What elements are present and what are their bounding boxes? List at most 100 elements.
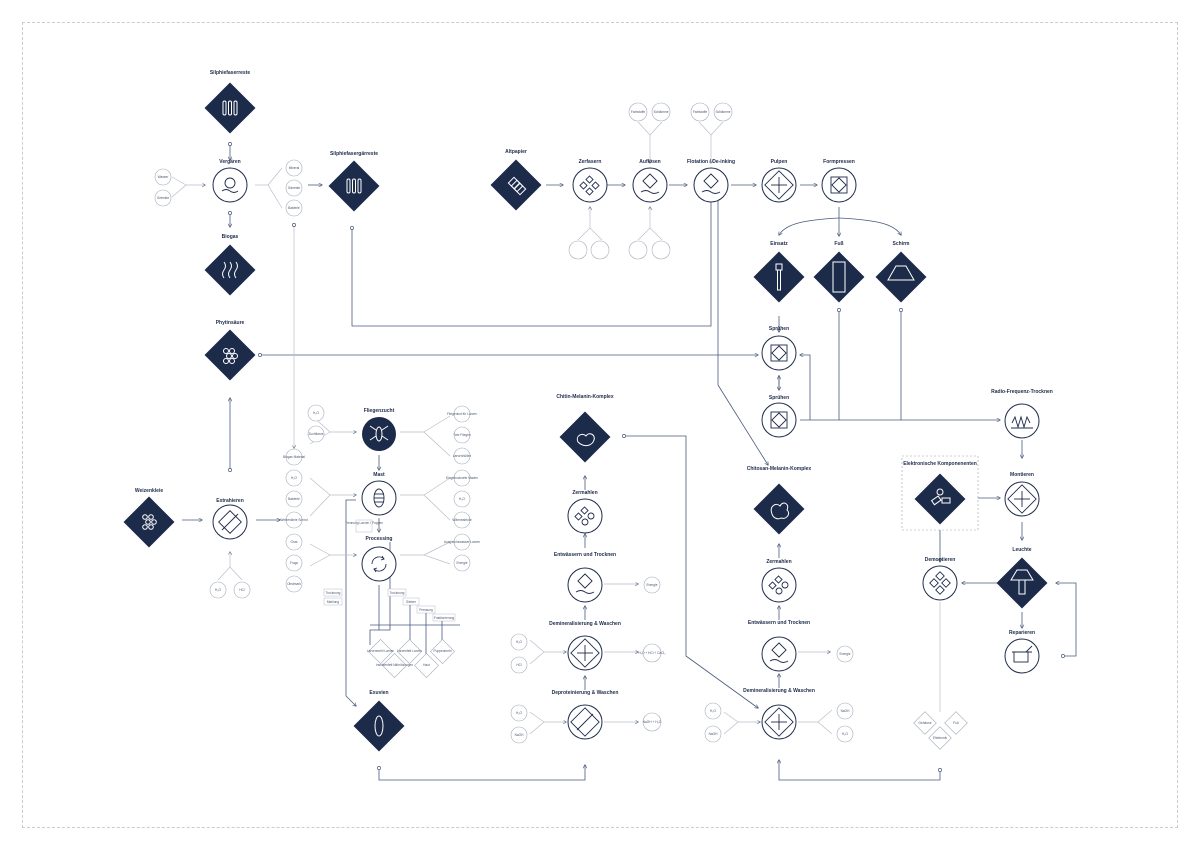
label-zerfasern: Zerfasern <box>579 159 602 165</box>
input-wasser: Wasser <box>158 175 170 179</box>
label-demontieren: Demontieren <box>925 557 956 563</box>
label-fuss: Fuß <box>834 241 843 247</box>
node-chitin-left: Chitin-Melanin-Komplex <box>556 394 614 463</box>
fly-icon <box>369 425 389 442</box>
output-energie: Energie <box>457 561 468 565</box>
electronics-icon <box>930 488 951 506</box>
label-vergaeren: Vergären <box>219 159 240 165</box>
demineralize-icon <box>570 638 600 668</box>
connectors <box>171 121 1077 781</box>
label-silphiegaerreste: Silphiefasergärreste <box>330 151 378 157</box>
disassemble-icon <box>929 571 951 595</box>
input-getreide: Getreide <box>157 196 169 200</box>
node-demin-left: Demineralisierung & Waschen <box>549 621 621 671</box>
label-einsatz: Einsatz <box>770 241 788 247</box>
label-schirm: Schirm <box>893 241 911 247</box>
label-phytinsaeure: Phytinsäure <box>216 320 245 326</box>
input-biogas-material: Biogas Material <box>283 455 305 459</box>
label-entwaessern-right: Entwässern und Trocknen <box>748 620 810 626</box>
input-frugo: Frugo <box>290 561 299 565</box>
ferment-icon <box>224 177 236 189</box>
output-gaerreste: Gärreste <box>288 186 301 190</box>
node-radio: Radio-Frequenz-Trocknen <box>991 389 1053 439</box>
input-bakterie-mast: Bakterie <box>288 497 300 501</box>
node-mast: Mast <box>361 472 397 516</box>
label-biogas: Biogas <box>222 234 239 240</box>
output-fliegenkot: Fliegenkot für Larven <box>447 412 477 416</box>
node-schirm: Schirm <box>875 241 927 303</box>
node-entwaessern-left: Entwässern und Trocknen <box>554 552 616 603</box>
label-demin-left: Demineralisierung & Waschen <box>549 621 621 627</box>
node-elektronik: Elektronische Komponenenten <box>901 455 979 531</box>
label-montieren: Montieren <box>1010 472 1034 478</box>
processing-products: Trocknung Mahlung Trocknung Sieben Press… <box>323 588 456 678</box>
output-h2o-r: H₂O <box>842 732 849 736</box>
dismantled-components: Gehäuse Fuß Elektronik <box>913 711 968 750</box>
input-naoh-demin-r: NaOH <box>709 732 719 736</box>
exuviae-icon <box>374 715 384 737</box>
node-zermahlen-left: Zermahlen <box>567 490 603 534</box>
lamp-icon <box>1010 569 1034 595</box>
input-gras: Gras <box>291 540 298 544</box>
assemble-icon <box>1007 484 1037 514</box>
node-altpapier: Altpapier <box>490 149 542 211</box>
spray-icon <box>770 411 788 429</box>
product-haut: Haut <box>423 663 430 667</box>
input-obstmark: Obstmark <box>287 582 301 586</box>
node-zermahlen-right: Zermahlen <box>761 559 797 603</box>
node-reparieren: Reparieren <box>1004 630 1040 674</box>
node-silphiefaserreste: Silphiefaserreste <box>204 70 256 134</box>
wheat-bran-icon <box>142 514 157 530</box>
node-vergaeren: Vergären <box>212 159 248 203</box>
product-puppenmehl: Puppenmehl <box>434 649 452 653</box>
label-formpressen: Formpressen <box>823 159 855 165</box>
paper-stack-icon <box>507 176 527 196</box>
spray-icon <box>770 344 788 362</box>
input-h2o-fly: H₂O <box>313 411 320 415</box>
node-deprot-left: Deproteinierung & Waschen <box>552 690 619 740</box>
io-circles: Wasser Getreide Mineral Gärreste Bakteri… <box>154 102 854 744</box>
input-weizenkleie-schrot: Weizenkleie Schrot <box>280 518 307 522</box>
node-einsatz: Einsatz <box>753 241 805 303</box>
larva-icon <box>373 488 385 508</box>
press-icon <box>830 176 848 194</box>
node-pulpen: Pulpen <box>761 159 797 203</box>
output-schlaemme-1: Schlämme <box>653 110 668 114</box>
label-trocknung-r: Trocknung <box>390 591 405 595</box>
deproteinize-icon <box>570 707 600 737</box>
label-aufloesen: Auflösen <box>639 159 660 165</box>
node-entwaessern-right: Entwässern und Trocknen <box>748 620 810 672</box>
radio-wave-icon <box>1011 415 1033 429</box>
label-zermahlen-left: Zermahlen <box>572 490 597 496</box>
chitosan-icon <box>770 502 790 520</box>
input-h2o-extract: H₂O <box>215 588 222 592</box>
label-weizenkleie: Weizenkleie <box>135 488 163 494</box>
node-flotation: Flotation / De-inking <box>687 159 735 203</box>
diagram-frame <box>22 22 1178 828</box>
output-tote-fliegen: Tote Fliegen <box>453 433 471 437</box>
output-bakterie: Bakterie <box>288 206 300 210</box>
label-extrahieren: Extrahieren <box>216 498 244 504</box>
component-fuss: Fuß <box>953 721 959 725</box>
label-mast: Mast <box>373 472 385 478</box>
input-h2o-deprot-l: H₂O <box>516 711 523 715</box>
output-energie-l: Energie <box>647 583 658 587</box>
output-cacl2: H₂O + HCl + CaCl₂ <box>639 651 667 655</box>
label-processing: Processing <box>366 536 393 542</box>
output-schlaemme-2: Schlämme <box>715 110 730 114</box>
label-pulpen: Pulpen <box>771 159 788 165</box>
input-hcl-demin-l: HCl <box>516 663 522 667</box>
input-hcl-extract: HCl <box>239 588 245 592</box>
label-deprot-left: Deproteinierung & Waschen <box>552 690 619 696</box>
output-mineral: Mineral <box>289 166 300 170</box>
silphie-fiber-icon <box>222 100 238 116</box>
label-altpapier: Altpapier <box>505 149 527 155</box>
demineralize-icon <box>764 707 794 737</box>
label-mahlung-l: Mahlung <box>327 600 339 604</box>
label-flotation: Flotation / De-inking <box>687 159 735 165</box>
node-phytinsaeure: Phytinsäure <box>204 320 256 381</box>
output-ausgleichswasser: Ausgleichswasser Larven <box>444 540 480 544</box>
node-chitosan-right: Chitosan-Melanin-Komplex <box>747 466 811 535</box>
node-montieren: Montieren <box>1004 472 1040 517</box>
